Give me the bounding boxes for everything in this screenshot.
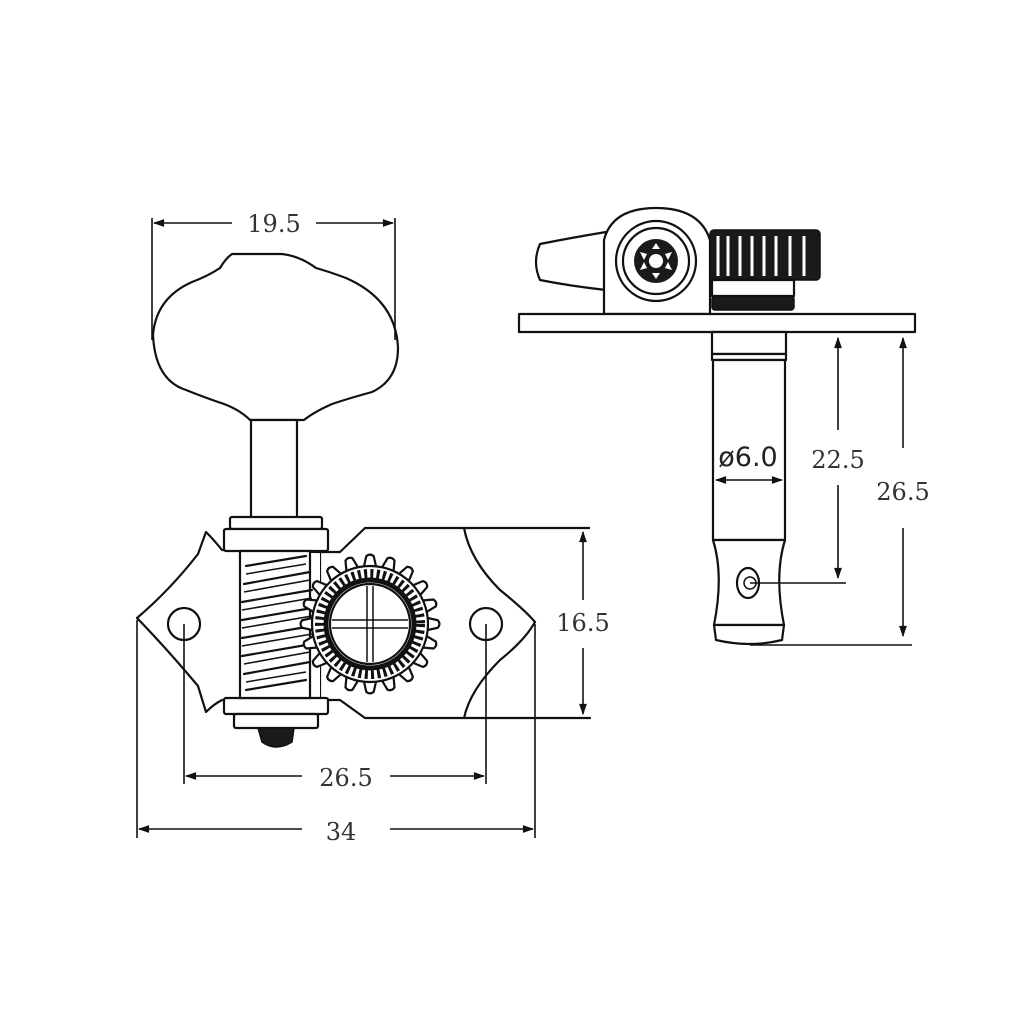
dimension-overall-width: 34 [136,620,536,846]
dimension-post-diameter: ø6.0 [714,442,784,484]
dimension-post-to-hole: 22.5 [750,336,865,584]
front-view: 19.5 16.5 26.5 34 [135,210,610,846]
button-side-profile [534,230,608,292]
label-hole-spacing: 26.5 [319,764,372,792]
hex-nut-icon [634,239,678,283]
label-button-width: 19.5 [247,210,300,238]
label-plate-height: 16.5 [556,609,609,637]
dimension-button-width: 19.5 [151,210,396,340]
worm-end-nut [257,727,295,748]
label-post-to-hole: 22.5 [811,446,864,474]
string-post [710,330,788,646]
label-post-total-height: 26.5 [876,478,929,506]
button-shaft [249,418,299,520]
tuner-button [151,252,400,422]
dimension-post-total-height: 26.5 [750,336,930,646]
worm-gear [299,553,441,695]
label-post-diameter: ø6.0 [718,442,777,473]
dimension-hole-spacing: 26.5 [183,624,487,792]
dimension-plate-height: 16.5 [556,530,610,716]
side-view: ø6.0 22.5 26.5 [517,206,930,646]
gear-side-profile [709,229,821,311]
label-overall-width: 34 [326,818,357,846]
mounting-plate-side [517,312,917,334]
